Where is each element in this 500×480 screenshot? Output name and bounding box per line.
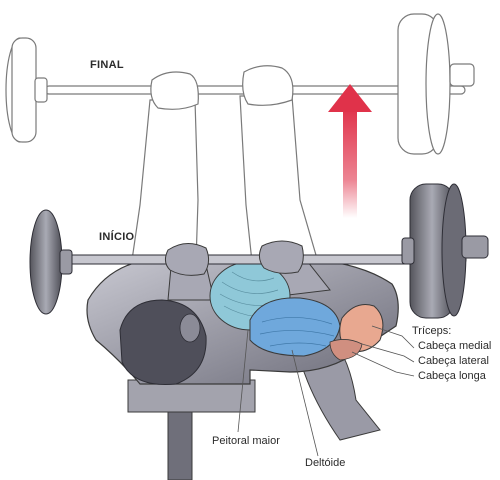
cabeca-lateral-label: Cabeça lateral bbox=[418, 355, 489, 367]
final-label: FINAL bbox=[90, 59, 124, 71]
final-arms bbox=[131, 65, 319, 263]
deltoid-fibers bbox=[259, 317, 335, 347]
inicio-right-hand bbox=[258, 240, 304, 274]
peitoral-maior-label: Peitoral maior bbox=[212, 435, 280, 447]
deltoid-muscle bbox=[249, 297, 341, 357]
cabeca-medial-label: Cabeça medial bbox=[418, 340, 492, 352]
upward-arrow bbox=[328, 84, 372, 218]
ear bbox=[179, 313, 201, 343]
head bbox=[119, 299, 207, 386]
final-barbell bbox=[5, 13, 475, 155]
bench bbox=[127, 379, 256, 413]
deltoide-label: Deltóide bbox=[305, 457, 346, 469]
triceps-label: Tríceps: bbox=[412, 325, 452, 337]
leader-lines bbox=[237, 325, 415, 457]
inicio-label: INÍCIO bbox=[99, 231, 135, 243]
triceps-lower bbox=[329, 339, 363, 361]
inicio-left-hand bbox=[164, 243, 210, 276]
cabeca-longa-label: Cabeça longa bbox=[418, 370, 486, 382]
